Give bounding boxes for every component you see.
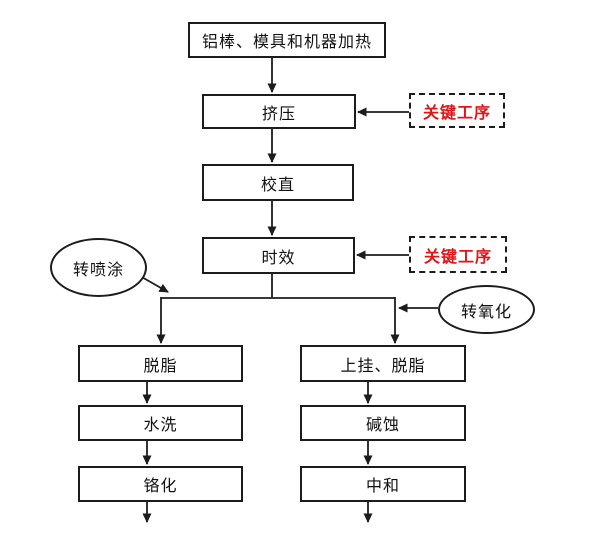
node-aging: 时效 bbox=[202, 237, 355, 274]
node-alkali-etch-label: 碱蚀 bbox=[365, 417, 400, 434]
node-extrude: 挤压 bbox=[202, 94, 356, 129]
node-heat-label: 铝棒、模具和机器加热 bbox=[201, 34, 372, 51]
callout-key-process-2: 关键工序 bbox=[409, 236, 507, 273]
node-to-oxide-label: 转氧化 bbox=[460, 303, 512, 321]
node-to-spray-label: 转喷涂 bbox=[72, 261, 124, 279]
node-degrease: 脱脂 bbox=[78, 345, 243, 382]
node-hang-degrease-label: 上挂、脱脂 bbox=[340, 357, 426, 375]
node-heat: 铝棒、模具和机器加热 bbox=[188, 22, 386, 58]
callout-key-process-1: 关键工序 bbox=[409, 93, 505, 128]
node-neutralize-label: 中和 bbox=[365, 478, 400, 495]
node-water-wash: 水洗 bbox=[78, 405, 243, 441]
node-alkali-etch: 碱蚀 bbox=[300, 405, 466, 441]
node-straighten: 校直 bbox=[202, 164, 354, 201]
node-degrease-label: 脱脂 bbox=[143, 357, 178, 375]
node-water-wash-label: 水洗 bbox=[143, 417, 178, 434]
node-to-spray: 转喷涂 bbox=[50, 238, 147, 297]
callout-key-process-1-label: 关键工序 bbox=[422, 104, 491, 122]
node-hang-degrease: 上挂、脱脂 bbox=[300, 345, 466, 382]
node-straighten-label: 校直 bbox=[260, 176, 295, 194]
node-aging-label: 时效 bbox=[261, 249, 296, 267]
node-extrude-label: 挤压 bbox=[261, 105, 296, 123]
node-chromate: 铬化 bbox=[78, 466, 243, 502]
node-neutralize: 中和 bbox=[300, 466, 466, 502]
callout-key-process-2-label: 关键工序 bbox=[423, 248, 492, 266]
arrow-spray-to-branch bbox=[139, 275, 169, 293]
node-chromate-label: 铬化 bbox=[143, 478, 178, 495]
node-to-oxide: 转氧化 bbox=[438, 285, 535, 334]
